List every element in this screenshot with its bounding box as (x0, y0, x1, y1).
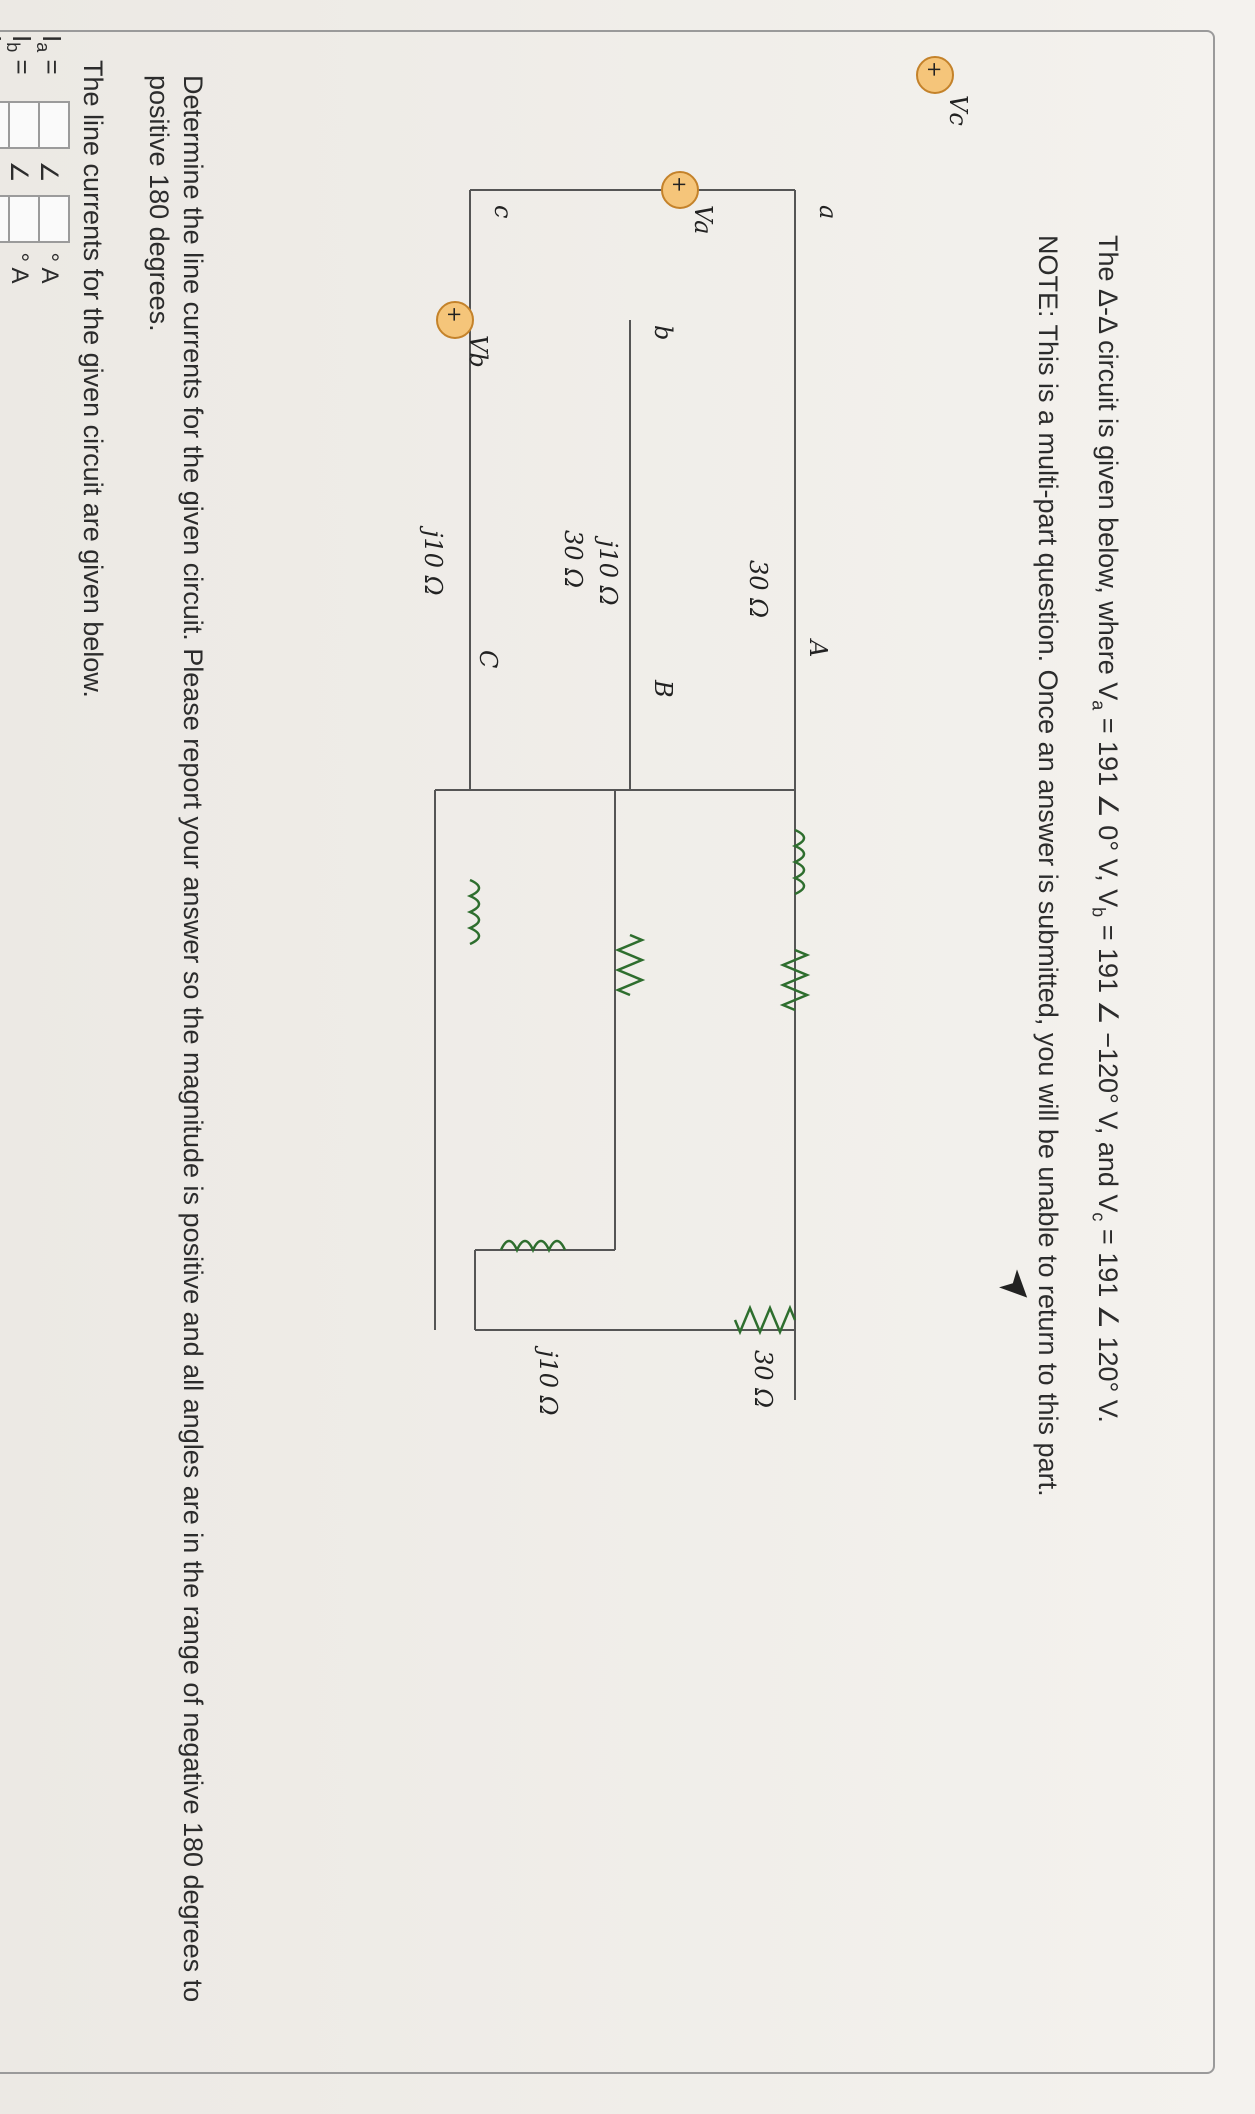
r-AB-label: 30 Ω (749, 1350, 777, 1408)
node-C-label: C (474, 650, 502, 668)
ic-angle-input[interactable] (0, 194, 10, 243)
ic-magnitude-input[interactable] (0, 101, 10, 149)
answer-row-ic: Ic = ∠ ° A (0, 35, 10, 283)
vb-label: Vb (464, 335, 492, 368)
vc-label: Vc (944, 95, 972, 126)
r-bB-label: 30 Ω (559, 530, 587, 588)
resistor-aA (779, 948, 811, 1012)
source-vc (916, 56, 954, 94)
r-aA-label: 30 Ω (744, 560, 772, 618)
l-aA-label: j10 Ω (594, 535, 622, 606)
l-AB-label: j10 Ω (534, 1345, 562, 1416)
inductor-aA (791, 828, 806, 896)
node-B-label: B (649, 679, 677, 698)
node-a-label: a (814, 205, 842, 219)
svg-text:+: + (668, 176, 692, 193)
resistor-bB (614, 933, 646, 997)
inductor-cC (466, 878, 481, 946)
va-label: Va (689, 205, 717, 234)
source-va (661, 171, 699, 209)
svg-text:+: + (923, 61, 947, 78)
answer-intro: The line currents for the given circuit … (78, 60, 108, 698)
instruction-text: Determine the line currents for the give… (144, 75, 208, 2003)
node-c-label: c (489, 205, 517, 218)
resistor-AB (733, 1304, 797, 1336)
node-A-label: A (804, 638, 832, 657)
angle-symbol: ∠ (0, 161, 4, 183)
ic-label: Ic = (0, 35, 7, 95)
l-cC-label: j10 Ω (419, 525, 447, 596)
source-vb (436, 301, 474, 339)
unit-label: ° A (0, 253, 3, 284)
svg-text:+: + (443, 306, 467, 323)
inductor-AB (499, 1239, 567, 1254)
node-b-label: b (649, 325, 677, 340)
